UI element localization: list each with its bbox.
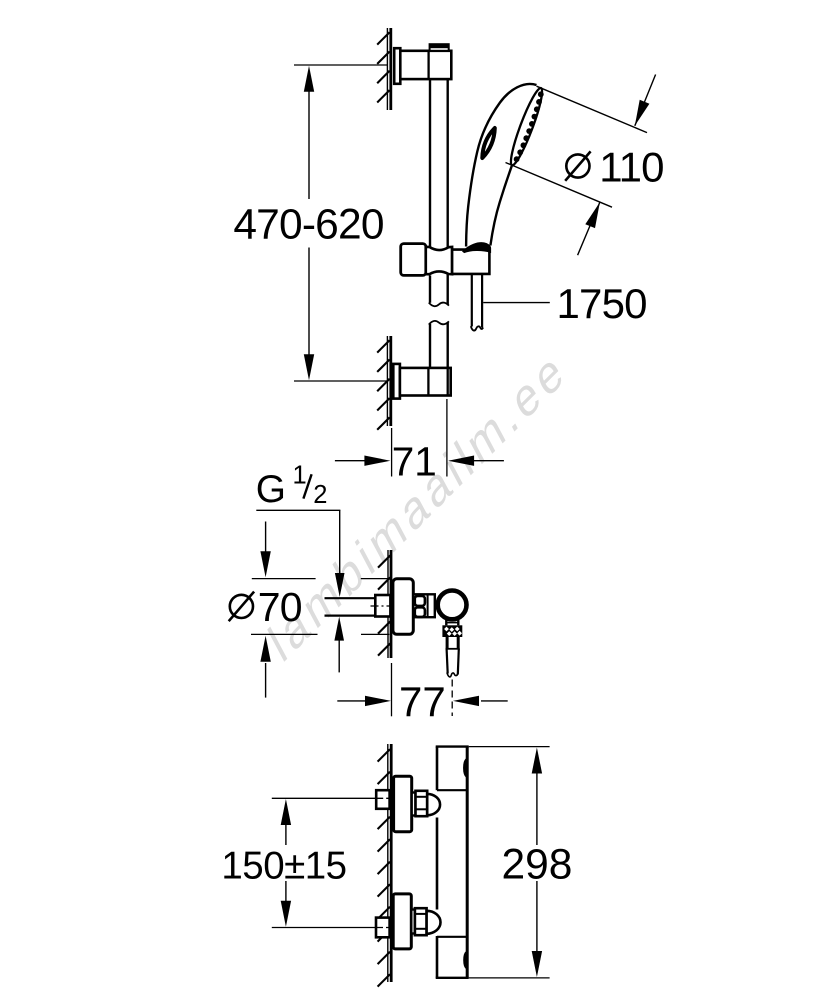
svg-text:1: 1 xyxy=(293,462,307,490)
svg-text:298: 298 xyxy=(501,841,572,888)
svg-text:150±15: 150±15 xyxy=(221,844,346,887)
svg-text:G: G xyxy=(256,468,286,511)
svg-text:2: 2 xyxy=(313,481,327,509)
svg-text:77: 77 xyxy=(399,678,446,725)
svg-text:70: 70 xyxy=(258,584,302,630)
svg-text:1750: 1750 xyxy=(557,280,647,327)
svg-text:470-620: 470-620 xyxy=(233,202,383,249)
svg-text:71: 71 xyxy=(392,439,437,485)
svg-text:110: 110 xyxy=(599,144,664,191)
